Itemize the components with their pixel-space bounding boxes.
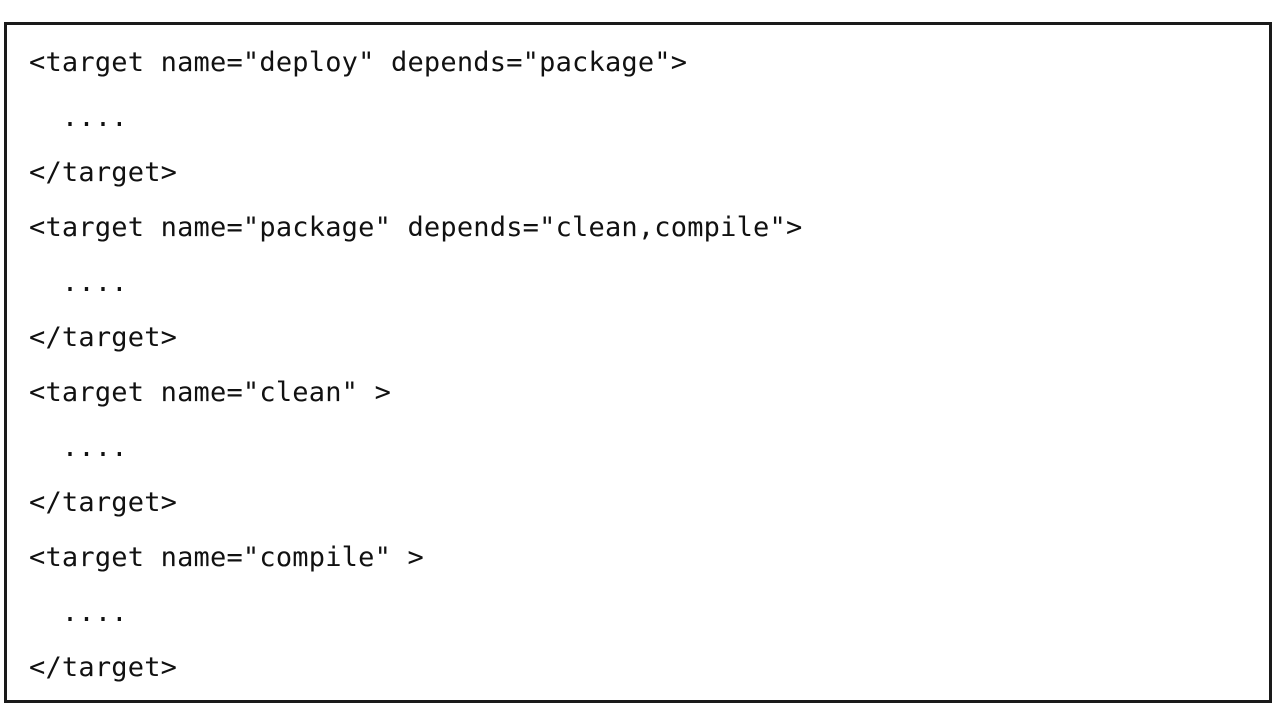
code-box: <target name="deploy" depends="package">… [4, 22, 1272, 703]
code-line-7: <target name="clean" > [29, 377, 392, 408]
code-line-3: </target> [29, 157, 178, 188]
code-line-4: <target name="package" depends="clean,co… [29, 212, 803, 243]
code-line-2: .... [29, 102, 128, 133]
code-line-11: .... [29, 597, 128, 628]
code-line-6: </target> [29, 322, 178, 353]
code-listing: <target name="deploy" depends="package">… [29, 42, 802, 702]
code-line-8: .... [29, 432, 128, 463]
code-line-1: <target name="deploy" depends="package"> [29, 47, 688, 78]
code-line-12: </target> [29, 652, 178, 683]
code-line-9: </target> [29, 487, 178, 518]
code-line-5: .... [29, 267, 128, 298]
code-line-10: <target name="compile" > [29, 542, 424, 573]
